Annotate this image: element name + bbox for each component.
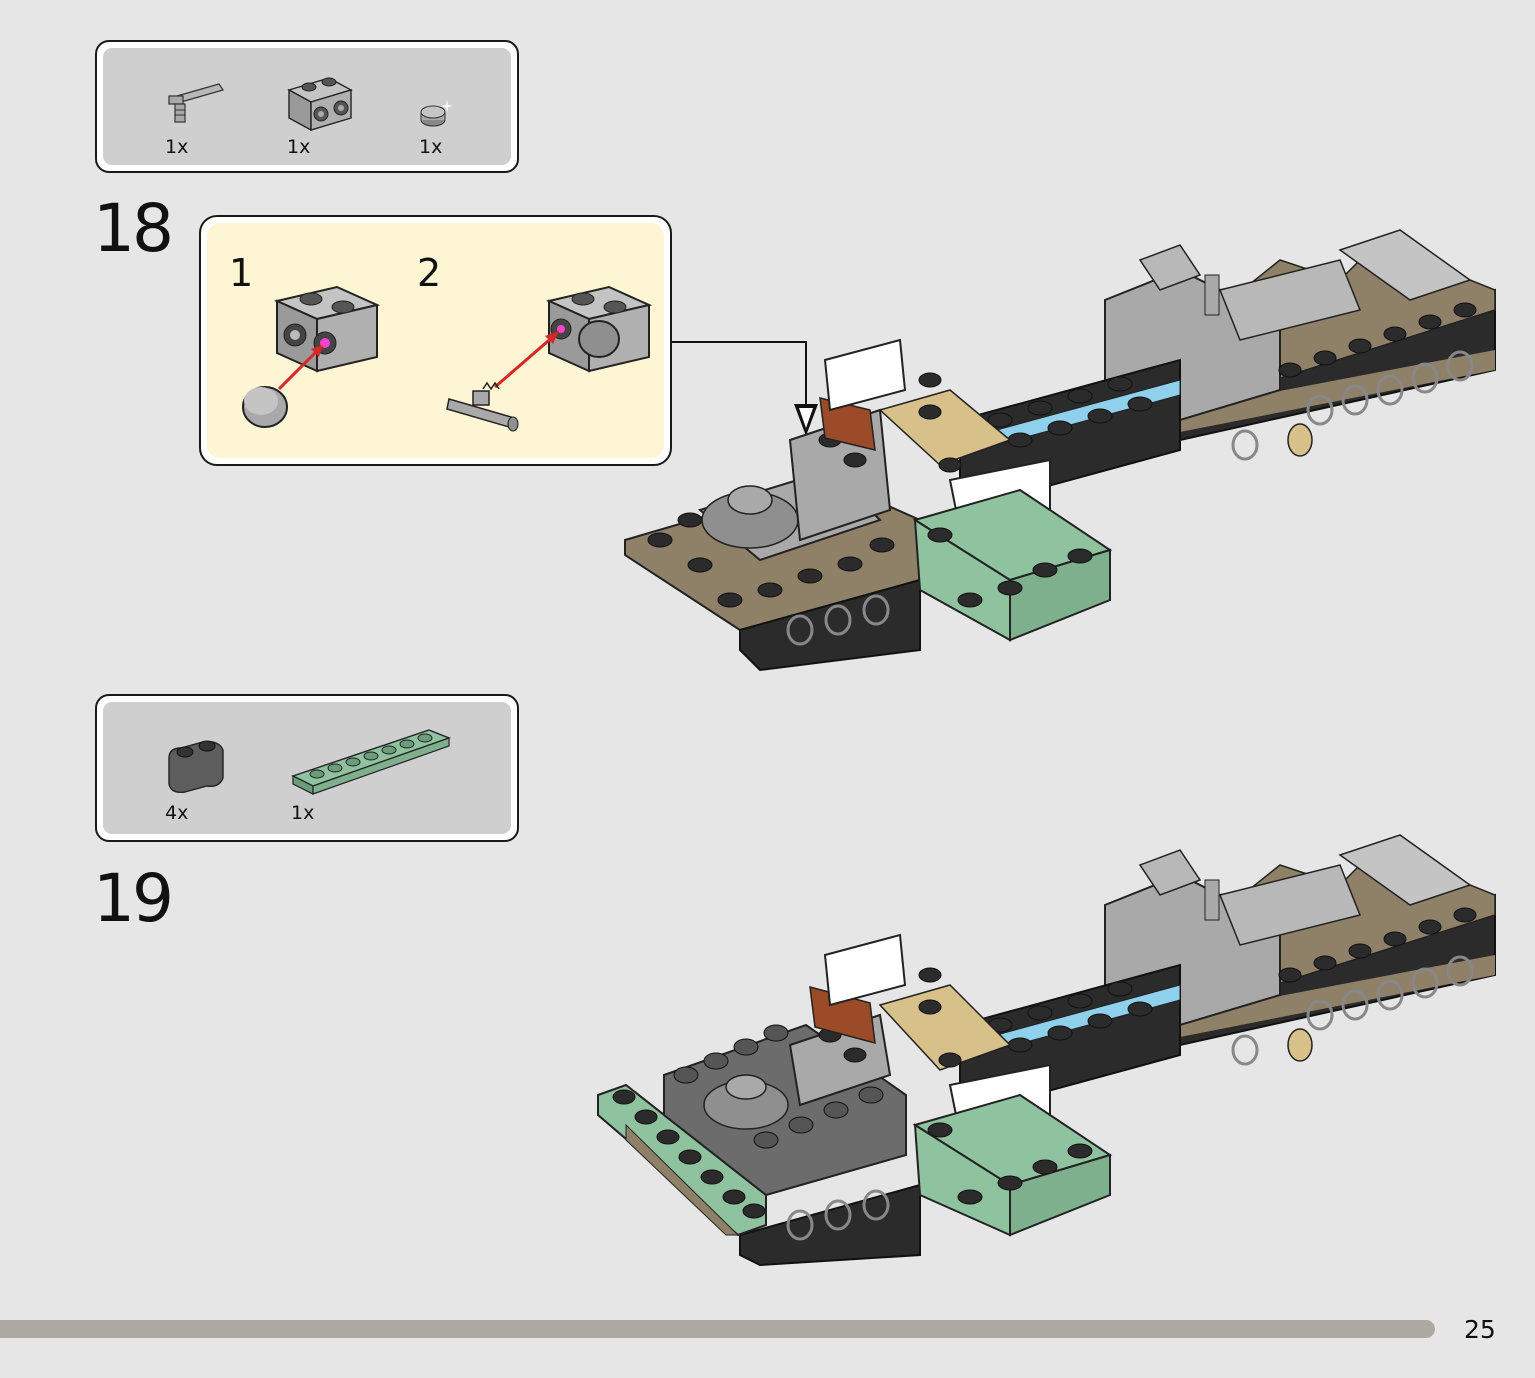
parts-callout-inner: 1x 1x 1x [103,48,511,165]
subassembly-callout: 1 2 [199,215,672,466]
substep-number: 2 [417,251,442,295]
parts-callout-step-19: 4x 1x [95,694,519,842]
model-step-19 [597,834,1496,1267]
callout-connector-arrow [672,341,818,436]
round-tile-icon [420,100,453,127]
sand-green-plate-1x8-icon [291,729,451,795]
parts-callout-inner: 4x 1x [103,702,511,834]
round-brick-1x2-icon [168,740,224,794]
page-number: 25 [1464,1315,1496,1344]
model-step-18 [624,229,1496,672]
step-number: 18 [93,190,174,267]
brick-1x2-studs-side-icon [287,77,353,132]
part-quantity: 4x [165,802,189,824]
part-quantity: 1x [165,136,189,158]
part-quantity: 1x [291,802,315,824]
parts-callout-step-18: 1x 1x 1x [95,40,519,173]
step-number: 19 [93,860,174,937]
substep-2-illustration [446,285,653,432]
page-footer-bar [0,1320,1435,1338]
substep-1-illustration [242,285,381,428]
part-quantity: 1x [419,136,443,158]
subassembly-inner: 1 2 [207,223,664,458]
bar-holder-clip-icon [168,83,224,123]
part-quantity: 1x [287,136,311,158]
substep-number: 1 [229,251,254,295]
